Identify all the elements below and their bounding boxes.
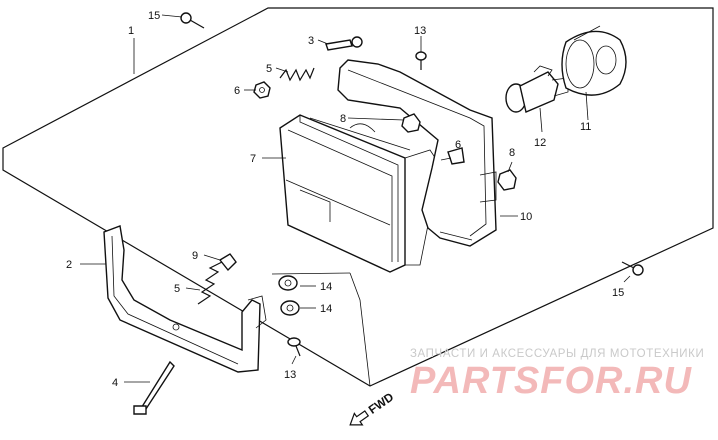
watermark-caption: ЗАПЧАСТИ И АКСЕССУАРЫ ДЛЯ МОТОТЕХНИКИ	[410, 348, 704, 360]
callout-3: 3	[308, 35, 314, 47]
callout-7: 7	[250, 153, 256, 165]
callout-6: 6	[234, 85, 240, 97]
cap-part-9	[218, 253, 237, 272]
nut-part-14-lower	[280, 300, 300, 316]
screw-part-15-top	[180, 12, 205, 29]
callout-5-upper: 5	[266, 63, 272, 75]
callout-12: 12	[534, 137, 546, 149]
screw-part-3	[325, 36, 363, 51]
screw-part-13-top	[415, 51, 427, 70]
callout-14-upper: 14	[320, 281, 332, 293]
watermark-logo: PARTSFOR.RU	[410, 360, 692, 402]
long-bolt-part-4	[133, 360, 175, 415]
callout-13-top: 13	[414, 25, 426, 37]
callout-13-bottom: 13	[284, 369, 296, 381]
callout-8-upper: 8	[340, 113, 346, 125]
headlight-mounting-frame	[337, 59, 497, 247]
leader-lines	[80, 14, 631, 383]
forward-direction-marker: FWD	[349, 390, 397, 426]
callout-11: 11	[580, 121, 591, 133]
callout-15-right: 15	[612, 287, 624, 299]
callout-9: 9	[192, 250, 198, 262]
screw-part-15-right	[621, 261, 644, 276]
callout-15-top: 15	[148, 10, 160, 22]
callout-4: 4	[112, 377, 118, 389]
dust-cover	[561, 25, 627, 96]
spring-part-5-upper	[279, 67, 315, 82]
callout-10: 10	[520, 211, 532, 223]
callout-1: 1	[128, 25, 134, 37]
callout-6-frame: 6	[455, 139, 461, 151]
callout-2: 2	[66, 259, 72, 271]
assembly-inner-line	[271, 272, 351, 275]
forward-label: FWD	[366, 390, 397, 417]
callout-5-lower: 5	[174, 283, 180, 295]
headlight-bracket	[103, 225, 267, 373]
screw-part-13-bottom	[287, 337, 301, 357]
assembly-outline	[2, 7, 714, 387]
spring-part-5-lower	[197, 261, 223, 305]
headlight-lens-unit	[279, 114, 441, 273]
callout-8-right: 8	[509, 147, 515, 159]
callout-14-lower: 14	[320, 303, 332, 315]
nut-part-8-right	[497, 169, 517, 191]
nut-part-8-upper	[401, 113, 421, 133]
assembly-inner-edge	[349, 272, 371, 387]
nut-part-14-upper	[278, 275, 298, 291]
nut-part-6	[253, 81, 271, 99]
bulb	[505, 65, 569, 113]
clip-part-6-frame	[447, 147, 465, 165]
forward-arrow-icon	[349, 410, 370, 426]
